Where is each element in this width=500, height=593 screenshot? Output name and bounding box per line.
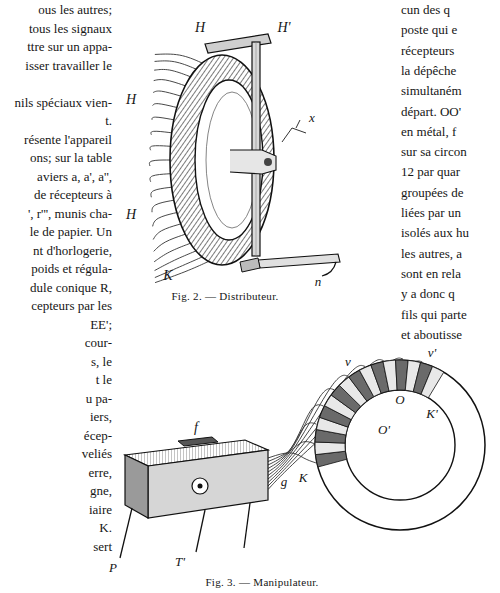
text-line: tous les signaux	[29, 21, 112, 36]
text-line: aviers a, a', a'',	[37, 169, 112, 184]
part-letter: K	[163, 268, 172, 284]
part-letter: K'	[426, 407, 437, 422]
text-line: liées par un	[401, 206, 461, 221]
wire	[149, 160, 170, 166]
wire	[151, 187, 172, 197]
text-line: u pa-	[86, 391, 112, 406]
text-line: récepteurs	[401, 43, 454, 58]
ring-segment	[315, 442, 345, 455]
text-line: isolés aux hu	[401, 226, 469, 241]
text-line: le de papier. Un	[30, 225, 112, 240]
text-line: dule conique R,	[30, 280, 112, 295]
text-line: 12 par quar	[401, 165, 460, 180]
text-line: résente l'appareil	[24, 132, 112, 147]
text-line: iers,	[90, 410, 112, 425]
wire	[151, 131, 172, 134]
text-line: écep-	[84, 428, 112, 443]
wire	[154, 69, 190, 76]
text-line: et aboutisse	[401, 327, 462, 342]
wire	[155, 61, 196, 69]
text-line: isser travailler le	[25, 58, 112, 73]
text-line: groupées de	[401, 185, 463, 200]
text-line: sont en rela	[401, 266, 461, 281]
text-line: t.	[105, 114, 112, 129]
wire	[155, 54, 202, 63]
wire	[150, 146, 170, 151]
part-letter: x	[309, 111, 315, 126]
wire	[154, 234, 186, 251]
text-line: iaire	[89, 502, 112, 517]
ring-segment	[421, 366, 444, 397]
text-line: gne,	[90, 484, 112, 499]
text-line: ', r''', munis cha-	[28, 206, 112, 221]
text-line: départ. OO'	[401, 104, 461, 119]
text-line: K.	[99, 521, 112, 536]
text-line: s, le	[91, 354, 112, 369]
text-line: erre,	[89, 465, 112, 480]
part-letter: H	[126, 207, 136, 223]
text-line: ttre sur un appa-	[27, 40, 112, 55]
part-letter: v	[345, 355, 351, 370]
part-letter: O'	[378, 423, 390, 438]
text-line: veliés	[82, 447, 112, 462]
ring-segment	[383, 360, 397, 391]
text-line: cun des q	[401, 3, 450, 18]
text-line: ons; sur la table	[30, 151, 112, 166]
text-line: poids et régula-	[31, 262, 112, 277]
figure-caption: Fig. 3. — Manipulateur.	[205, 576, 318, 589]
wire	[153, 213, 177, 227]
part-letter: O	[395, 393, 404, 408]
part-letter: H	[126, 92, 136, 108]
part-letter: n	[315, 275, 322, 290]
part-letter: f	[194, 420, 198, 436]
text-line: fils qui parte	[401, 307, 467, 322]
wire	[152, 200, 174, 212]
text-line: la dépêche	[401, 63, 456, 78]
wire	[268, 423, 317, 465]
text-line: cour-	[85, 336, 112, 351]
text-line: sert	[93, 539, 112, 554]
part-letter: v'	[428, 346, 437, 361]
text-line: t le	[96, 373, 112, 388]
part-letter: T'	[175, 555, 185, 570]
part-letter: g	[281, 475, 288, 490]
wire	[155, 257, 202, 278]
text-line: nt d'horlogerie,	[33, 243, 112, 258]
wire	[154, 80, 186, 86]
text-line: y a donc q	[401, 287, 455, 302]
wire	[155, 251, 196, 271]
text-line: en métal, f	[401, 124, 456, 139]
wire	[155, 261, 208, 282]
manipulator-figure	[120, 358, 485, 558]
wire	[150, 174, 170, 182]
part-letter: H	[195, 20, 205, 36]
text-line: cepteurs par les	[31, 299, 112, 314]
wire	[153, 91, 181, 96]
distributor-figure	[149, 34, 340, 283]
wire	[153, 104, 177, 108]
text-line: ous les autres;	[38, 3, 112, 18]
wire	[153, 224, 181, 240]
figure-caption: Fig. 2. — Distributeur.	[171, 290, 278, 303]
wire	[152, 117, 174, 120]
text-line: de récepteurs à	[34, 188, 112, 203]
text-line: simultaném	[401, 84, 462, 99]
part-letter: K	[299, 471, 308, 486]
part-letter: H'	[277, 20, 290, 36]
text-line: les autres, a	[401, 246, 462, 261]
text-line: nils spéciaux vien-	[15, 95, 112, 110]
part-letter: P	[109, 561, 117, 576]
text-line: EE';	[90, 317, 112, 332]
text-line: sur sa circon	[401, 145, 467, 160]
text-line: poste qui e	[401, 23, 457, 38]
